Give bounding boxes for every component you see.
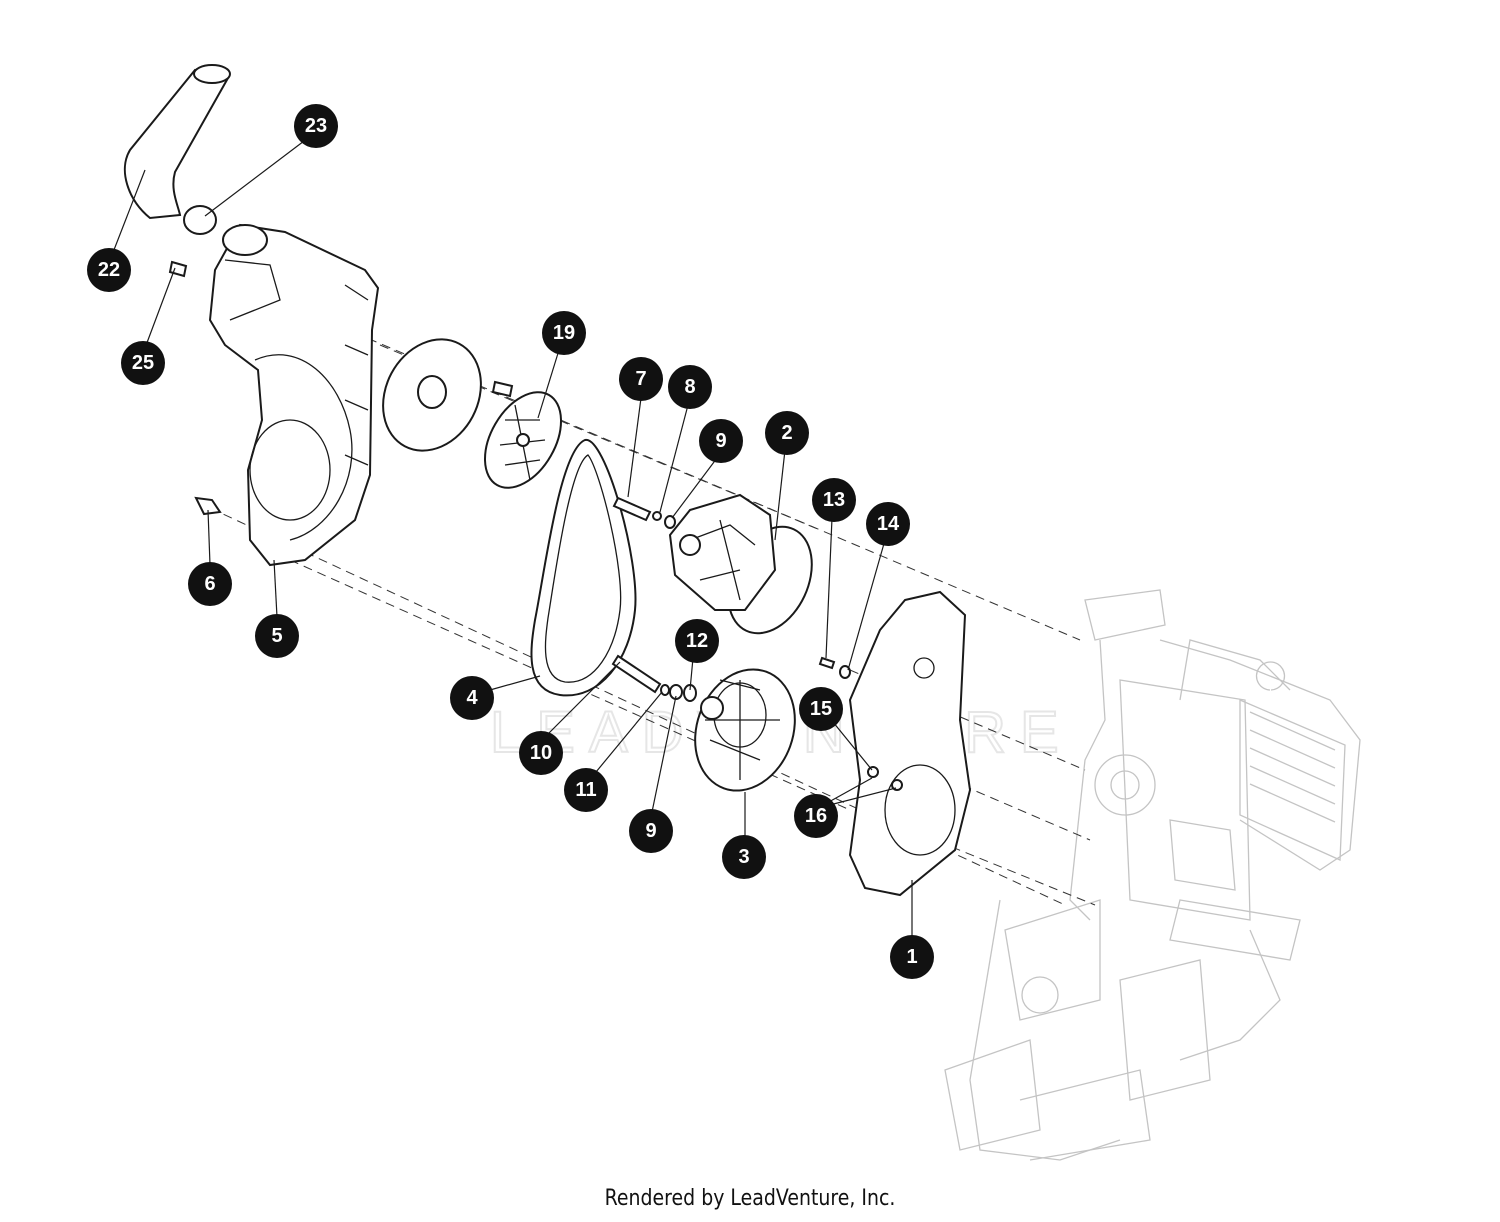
belt-housing-cover xyxy=(208,223,380,567)
callout-13[interactable]: 13 xyxy=(812,478,856,522)
callout-19[interactable]: 19 xyxy=(542,311,586,355)
svg-text:25: 25 xyxy=(132,352,154,374)
svg-text:11: 11 xyxy=(575,779,596,801)
callout-4[interactable]: 4 xyxy=(450,676,494,720)
svg-text:15: 15 xyxy=(810,698,832,720)
svg-text:3: 3 xyxy=(738,846,749,868)
svg-text:9: 9 xyxy=(645,820,656,842)
washer-part-9-upper xyxy=(664,515,676,529)
fan-part xyxy=(484,391,562,489)
callout-11[interactable]: 11 xyxy=(564,768,608,812)
svg-text:10: 10 xyxy=(530,742,552,764)
screw-part-25 xyxy=(168,260,188,278)
svg-text:13: 13 xyxy=(823,489,845,511)
svg-text:12: 12 xyxy=(686,630,708,652)
callout-22[interactable]: 22 xyxy=(87,248,131,292)
svg-text:22: 22 xyxy=(98,259,120,281)
callout-15[interactable]: 15 xyxy=(799,687,843,731)
washer-part-11 xyxy=(660,684,670,696)
svg-text:8: 8 xyxy=(684,376,695,398)
callout-5[interactable]: 5 xyxy=(255,614,299,658)
hose-clamp xyxy=(183,205,217,235)
washer-part-9-lower xyxy=(669,684,683,700)
svg-text:14: 14 xyxy=(877,513,900,535)
svg-text:2: 2 xyxy=(781,422,792,444)
bolt-part-13 xyxy=(818,656,836,670)
callout-9-upper[interactable]: 9 xyxy=(699,419,743,463)
bolt-part-6 xyxy=(194,496,222,516)
drive-clutch xyxy=(668,493,813,635)
callout-25[interactable]: 25 xyxy=(121,341,165,385)
driven-clutch xyxy=(694,668,796,792)
svg-text:5: 5 xyxy=(271,625,282,647)
bolt-part-7 xyxy=(612,496,652,522)
svg-text:19: 19 xyxy=(553,322,575,344)
disc-bolt xyxy=(491,380,514,398)
engine-frame-assembly xyxy=(944,589,1361,1161)
svg-text:6: 6 xyxy=(204,573,215,595)
callout-9-lower[interactable]: 9 xyxy=(629,809,673,853)
svg-text:1: 1 xyxy=(906,946,917,968)
callout-12[interactable]: 12 xyxy=(675,619,719,663)
hose-end xyxy=(193,64,231,84)
callout-1[interactable]: 1 xyxy=(890,935,934,979)
callout-6[interactable]: 6 xyxy=(188,562,232,606)
bolt-part-10 xyxy=(611,654,662,694)
backing-plate xyxy=(848,590,972,897)
svg-text:16: 16 xyxy=(805,805,827,827)
disc-plate-hole xyxy=(417,375,447,409)
drive-belt xyxy=(530,438,637,697)
washer-part-8 xyxy=(652,511,662,521)
callout-16[interactable]: 16 xyxy=(794,794,838,838)
callout-7[interactable]: 7 xyxy=(619,357,663,401)
leader-lines xyxy=(111,137,913,938)
callout-3[interactable]: 3 xyxy=(722,835,766,879)
callout-2[interactable]: 2 xyxy=(765,411,809,455)
callout-23[interactable]: 23 xyxy=(294,104,338,148)
callout-10[interactable]: 10 xyxy=(519,731,563,775)
svg-text:23: 23 xyxy=(305,115,327,137)
svg-text:4: 4 xyxy=(466,687,478,709)
hose-part xyxy=(123,68,230,220)
callout-14[interactable]: 14 xyxy=(866,502,910,546)
footer-credit: Rendered by LeadVenture, Inc. xyxy=(604,1186,896,1211)
svg-text:7: 7 xyxy=(635,368,646,390)
svg-text:9: 9 xyxy=(715,430,726,452)
washer-part-14 xyxy=(839,665,851,679)
callout-8[interactable]: 8 xyxy=(668,365,712,409)
